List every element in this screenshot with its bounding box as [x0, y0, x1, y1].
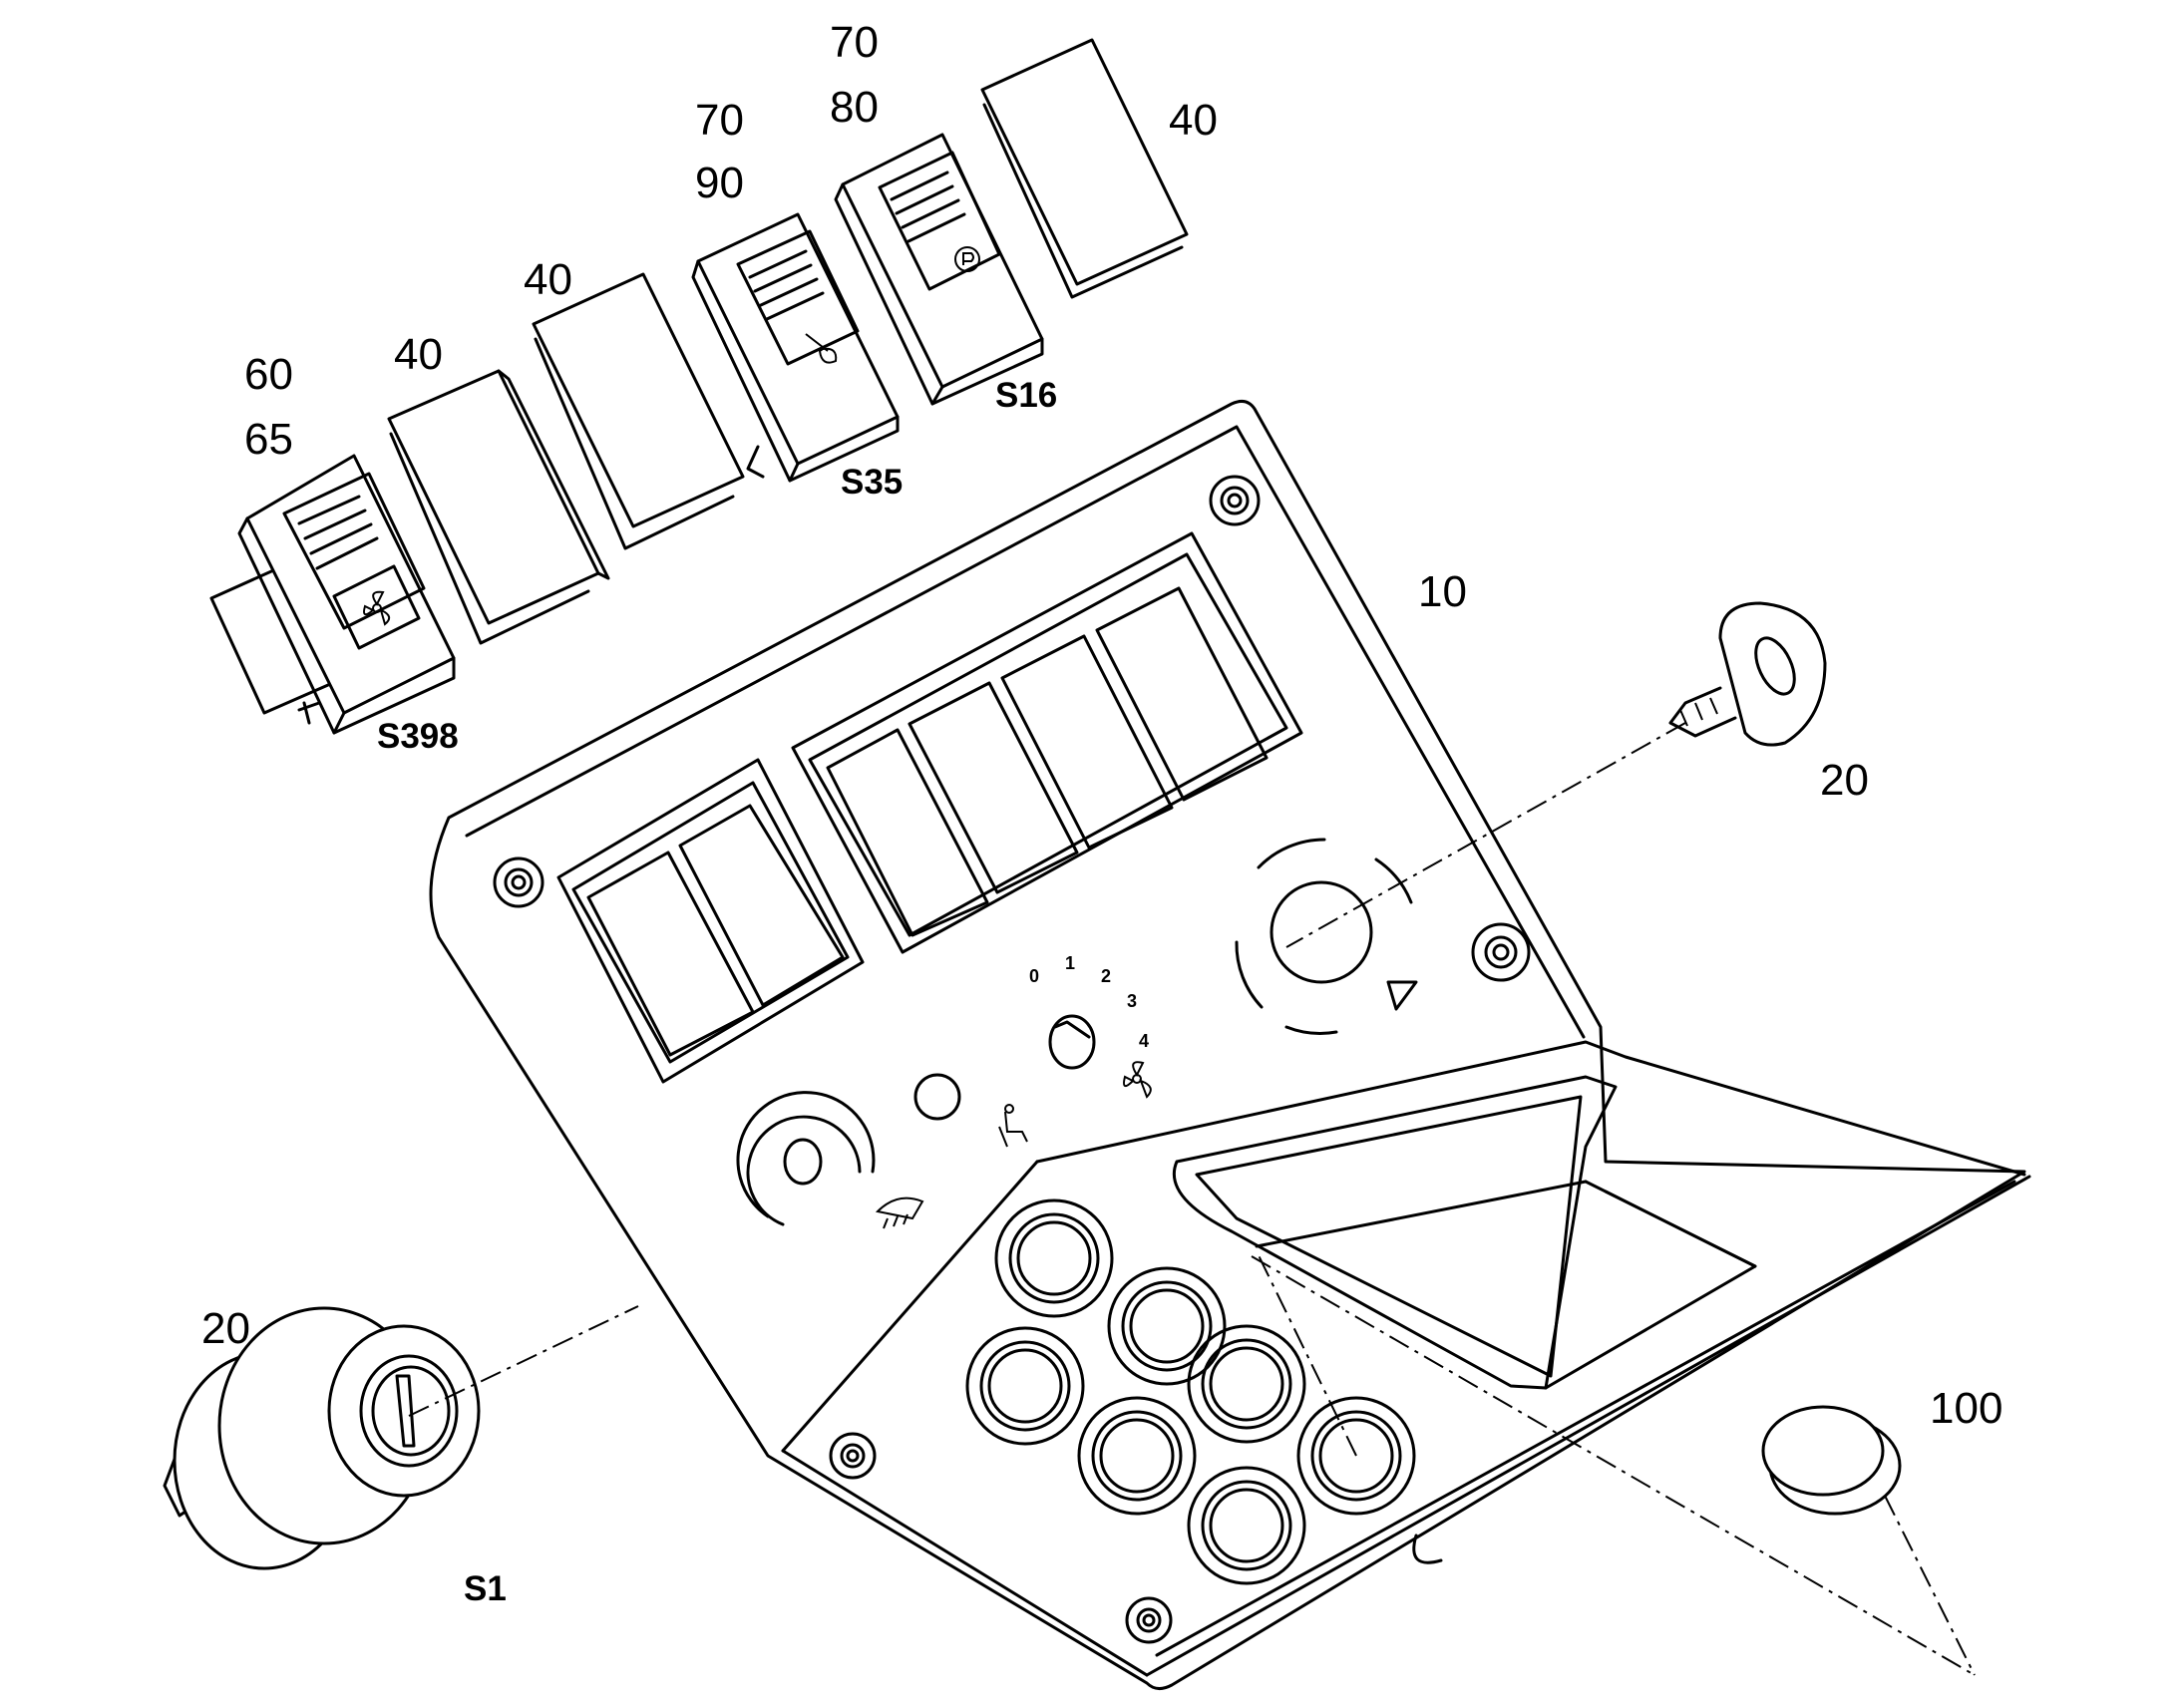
- ref-s398: S398: [377, 717, 459, 756]
- mounting-boss: [1471, 922, 1531, 982]
- socket: [1107, 1266, 1227, 1386]
- dial-mark-2: 2: [1101, 966, 1111, 986]
- blanking-plug: [1761, 1405, 1902, 1516]
- socket: [1296, 1396, 1416, 1516]
- socket: [1077, 1396, 1197, 1516]
- mounting-boss: [1125, 1596, 1173, 1644]
- callout-labels: 60 65 40 40 70 90 70 80 40 10 20 20 100: [201, 18, 2002, 1433]
- switch-bay-left: [556, 758, 865, 1084]
- console-panel: 0 1 2 3 4: [429, 399, 2031, 1690]
- callout-100: 100: [1930, 1384, 2002, 1433]
- ref-s1: S1: [464, 1569, 507, 1608]
- switch-bay-right: [791, 531, 1303, 954]
- callout-20: 20: [201, 1304, 250, 1353]
- fan-icon: [1123, 1061, 1152, 1099]
- blank-cover: [387, 369, 610, 645]
- socket: [1187, 1466, 1306, 1585]
- dial-mark-1: 1: [1065, 953, 1075, 973]
- socket: [965, 1326, 1085, 1446]
- mounting-boss: [1209, 475, 1261, 526]
- assembly-leader-lines: [408, 722, 1976, 1676]
- defrost-icon: [875, 1196, 924, 1229]
- rocker-switch-s35: [691, 212, 900, 483]
- socket: [1187, 1324, 1306, 1444]
- dial-mark-4: 4: [1139, 1031, 1149, 1051]
- fan-speed-dial: 0 1 2 3 4: [1029, 953, 1149, 1051]
- ignition-recess: [1235, 838, 1418, 1035]
- ignition-key: [1668, 601, 1827, 747]
- mounting-boss: [493, 856, 545, 908]
- reference-designators: S398 S35 S16 S1: [377, 376, 1057, 1608]
- ref-s16: S16: [995, 376, 1057, 415]
- ignition-switch-s1: [163, 1306, 481, 1570]
- socket-grid: [965, 1198, 1416, 1585]
- socket: [994, 1198, 1114, 1318]
- dial-mark-3: 3: [1127, 991, 1137, 1011]
- blank-cover: [980, 38, 1189, 299]
- callout-20: 20: [1820, 756, 1869, 805]
- callout-40: 40: [1169, 96, 1218, 145]
- callout-40: 40: [394, 330, 443, 379]
- ref-s35: S35: [841, 463, 903, 502]
- fan-speed-knob: [1048, 1014, 1096, 1070]
- defrost-knob: [736, 1091, 876, 1226]
- callout-80: 80: [830, 83, 879, 132]
- rocker-switch-s16: [834, 133, 1044, 406]
- callout-65: 65: [244, 415, 293, 464]
- callout-70: 70: [830, 18, 879, 67]
- parking-brake-icon: [954, 246, 980, 272]
- callout-60: 60: [244, 350, 293, 399]
- fan-icon: [363, 590, 391, 626]
- dial-mark-0: 0: [1029, 966, 1039, 986]
- indicator-lamp: [913, 1073, 961, 1121]
- callout-10: 10: [1418, 567, 1467, 616]
- work-light-icon: [805, 333, 838, 364]
- callout-90: 90: [695, 159, 744, 207]
- seat-icon: [998, 1104, 1028, 1148]
- mounting-boss: [829, 1432, 877, 1480]
- callout-70: 70: [695, 96, 744, 145]
- rocker-switch-s398: [209, 454, 456, 735]
- storage-tray: [1172, 1075, 1757, 1390]
- blank-cover: [532, 272, 745, 550]
- callout-40: 40: [524, 255, 572, 304]
